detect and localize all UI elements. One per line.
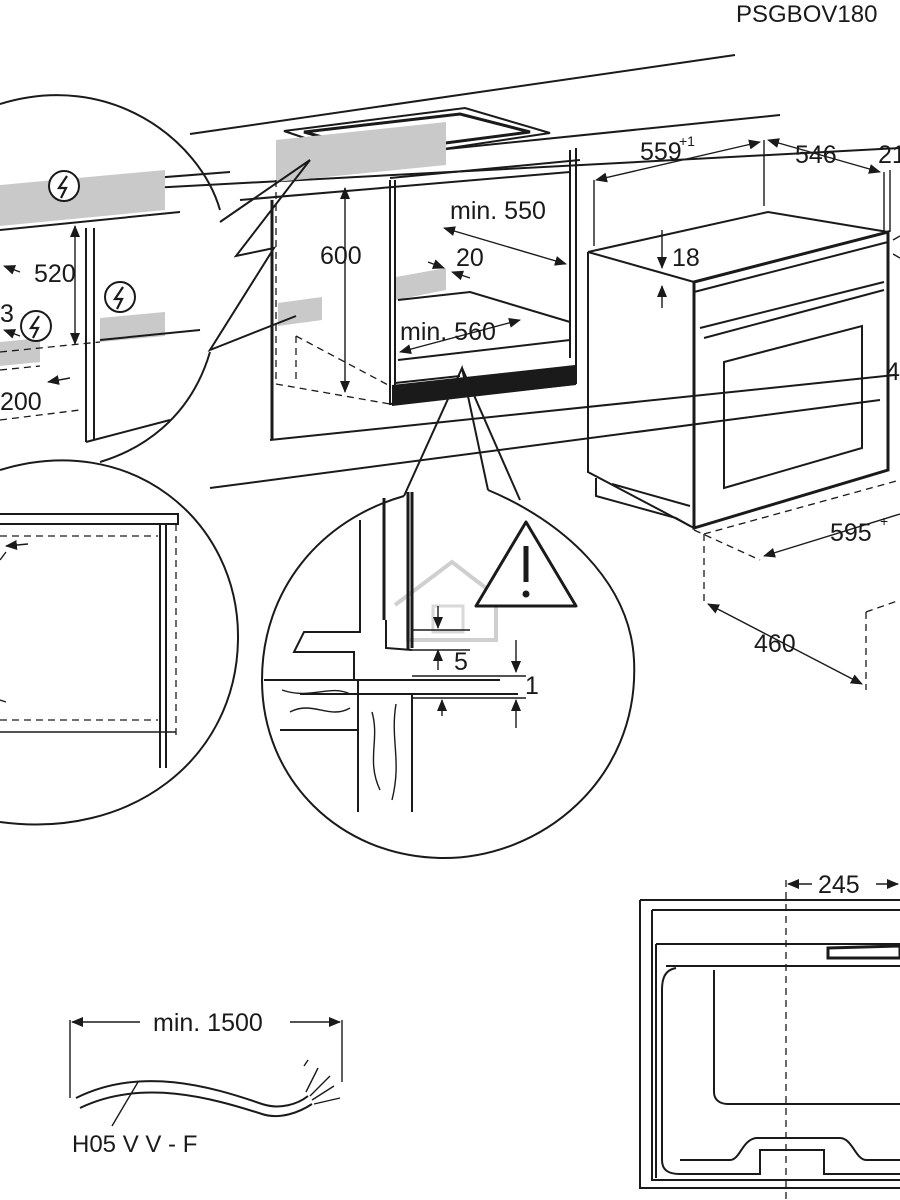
label-gap: 20 xyxy=(456,244,484,272)
countertop xyxy=(0,54,900,489)
callout-pointer-left xyxy=(207,159,311,353)
power-socket-icon xyxy=(48,170,80,202)
label-left-offset: 200 xyxy=(0,388,42,416)
label-cable-length: min. 1500 xyxy=(153,1009,263,1037)
model-code: PSGBOV180 xyxy=(736,1,877,28)
label-cabinet-height: 600 xyxy=(320,242,362,270)
oven-dimensions: 559 +1 546 21 18 4 595 + 460 xyxy=(593,133,900,690)
label-oven-width: 559 xyxy=(640,138,682,166)
label-oven-front-width-tol: + xyxy=(880,513,888,529)
power-socket-icon xyxy=(104,281,136,313)
label-oven-depth: 546 xyxy=(795,141,837,169)
dim-gap: 20 xyxy=(427,244,484,281)
label-oven-front-width: 595 xyxy=(830,519,872,547)
label-depth-min: min. 550 xyxy=(450,197,546,225)
oven-back-view: 245 xyxy=(639,871,900,1200)
label-gap-b: 1 xyxy=(525,672,539,700)
label-cable-type: H05 V V - F xyxy=(72,1131,197,1158)
label-width-min: min. 560 xyxy=(400,318,496,346)
label-back-offset: 245 xyxy=(818,871,860,899)
label-oven-side: 21 xyxy=(878,141,900,169)
label-gap-a: 5 xyxy=(454,648,468,676)
dim-width-min: min. 560 xyxy=(399,318,521,354)
warning-triangle-icon xyxy=(474,520,578,608)
dim-depth-min: min. 550 xyxy=(443,197,567,266)
label-oven-width-tol: +1 xyxy=(679,133,695,149)
left-detail-circle: 520 3 200 xyxy=(0,94,221,463)
oven-body xyxy=(587,210,890,531)
power-cable: min. 1500 H05 V V - F xyxy=(69,1009,343,1158)
lower-left-detail-circle xyxy=(0,459,240,826)
label-left-digit: 3 xyxy=(0,300,14,328)
label-oven-bottom-depth: 460 xyxy=(754,630,796,658)
label-left-height: 520 xyxy=(34,260,76,288)
label-oven-edge: 4 xyxy=(886,358,900,386)
power-socket-icon xyxy=(20,310,52,342)
label-oven-top: 18 xyxy=(672,244,700,272)
warning-detail-circle: 5 1 xyxy=(260,364,636,860)
dim-cabinet-height: 600 xyxy=(320,187,362,393)
